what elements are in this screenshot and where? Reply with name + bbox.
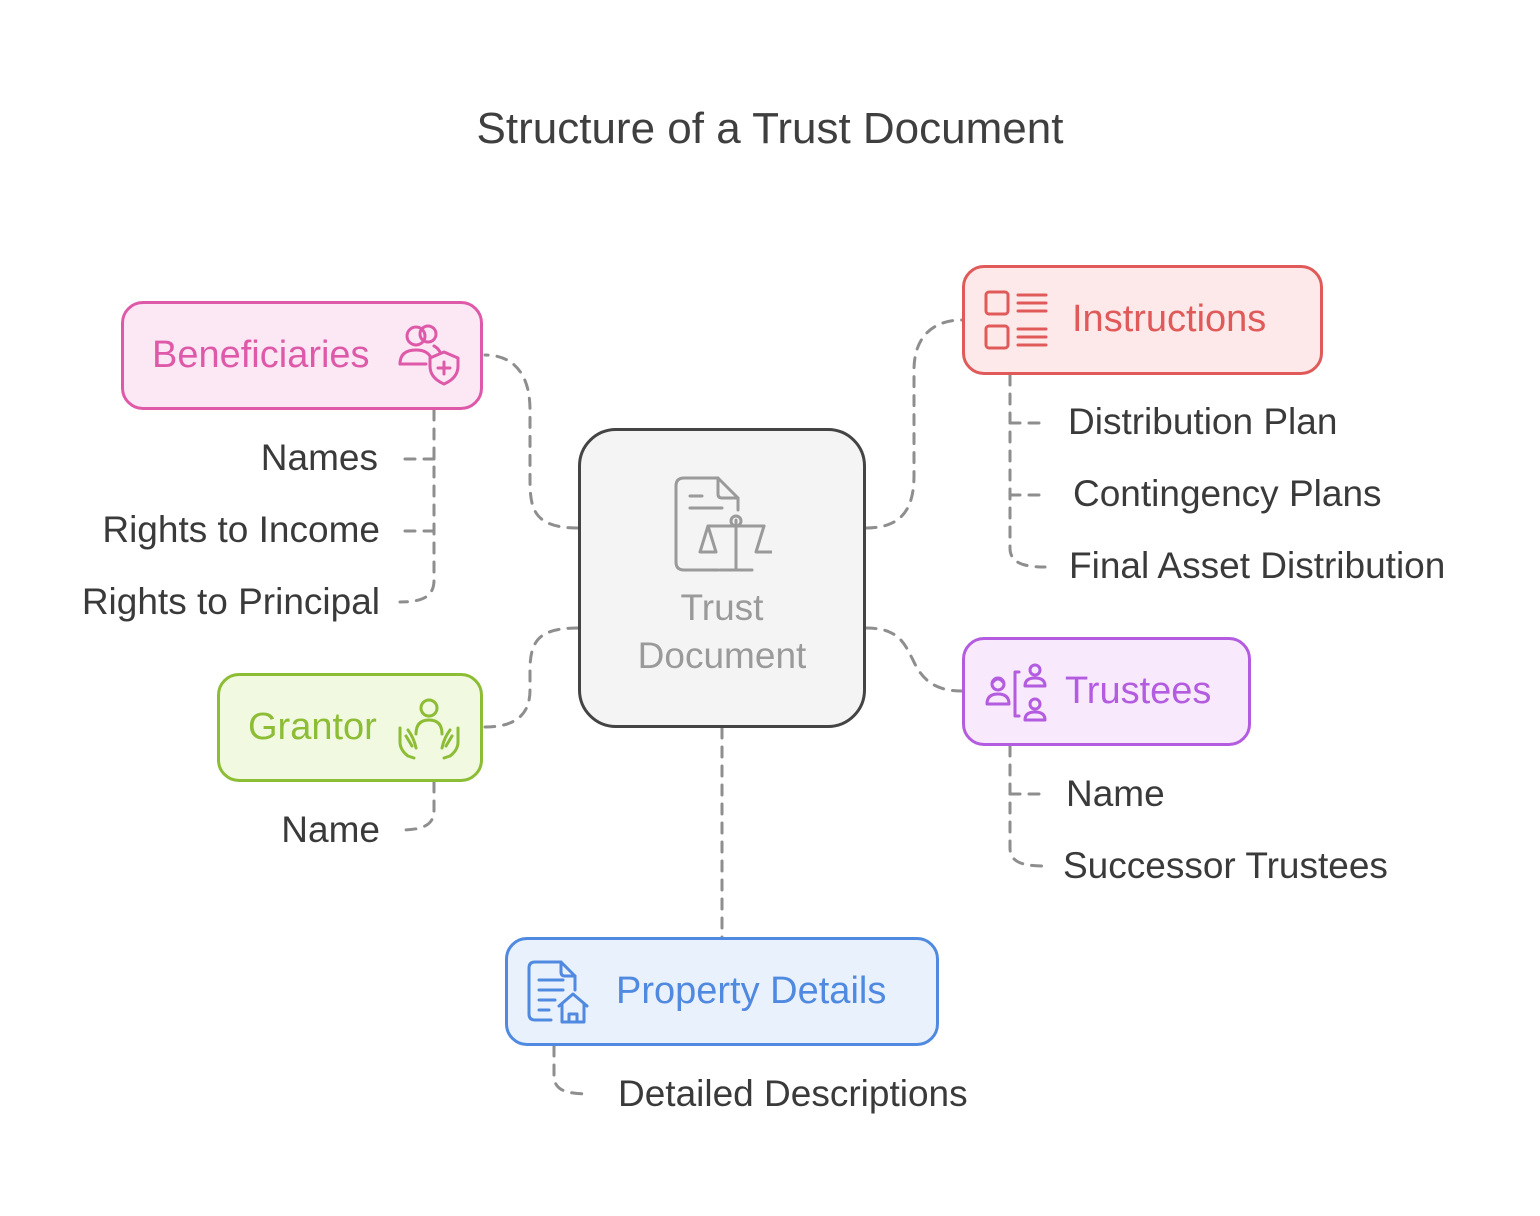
trustees-item-successor-trustees: Successor Trustees bbox=[1063, 845, 1388, 886]
people-hierarchy-icon bbox=[985, 663, 1047, 722]
instructions-item-contingency-plans: Contingency Plans bbox=[1073, 473, 1382, 514]
center-label-line1: Trust bbox=[680, 587, 764, 628]
connector-instructions-trunk bbox=[1008, 373, 1047, 569]
property-label: Property Details bbox=[616, 970, 887, 1012]
instructions-node bbox=[962, 265, 1323, 375]
property-node bbox=[505, 937, 939, 1046]
center-node bbox=[578, 428, 866, 728]
property-item-detailed-descriptions: Detailed Descriptions bbox=[618, 1073, 968, 1114]
checklist-icon bbox=[984, 290, 1048, 350]
beneficiaries-item-rights-principal: Rights to Principal bbox=[81, 581, 380, 622]
trustees-item-name: Name bbox=[1066, 773, 1165, 814]
instructions-item-final-asset-distribution: Final Asset Distribution bbox=[1069, 545, 1446, 586]
trustees-label: Trustees bbox=[1065, 670, 1212, 712]
grantor-node bbox=[217, 673, 483, 782]
connector-center-grantor bbox=[483, 626, 580, 729]
beneficiaries-item-rights-income: Rights to Income bbox=[102, 509, 380, 550]
center-label-line2: Document bbox=[637, 635, 807, 676]
instructions-item-distribution-plan: Distribution Plan bbox=[1068, 401, 1338, 442]
document-house-icon bbox=[527, 960, 589, 1024]
connector-property-trunk bbox=[552, 1044, 592, 1096]
connector-center-beneficiaries bbox=[483, 353, 580, 530]
beneficiaries-node bbox=[121, 301, 483, 410]
instructions-label: Instructions bbox=[1072, 298, 1267, 340]
connector-grantor-trunk bbox=[398, 780, 436, 832]
connector-center-instructions bbox=[864, 318, 964, 530]
users-shield-icon bbox=[398, 324, 460, 386]
connector-center-trustees bbox=[864, 626, 964, 693]
diagram-title: Structure of a Trust Document bbox=[476, 104, 1064, 153]
grantor-label: Grantor bbox=[248, 706, 377, 748]
beneficiaries-label: Beneficiaries bbox=[152, 334, 370, 376]
center-node-label: Trust Document bbox=[577, 584, 867, 680]
legal-document-scale-icon bbox=[674, 476, 772, 572]
trustees-node bbox=[962, 637, 1251, 746]
person-hands-icon bbox=[398, 698, 460, 760]
connector-beneficiaries-trunk bbox=[398, 408, 436, 604]
beneficiaries-item-names: Names bbox=[260, 437, 378, 478]
grantor-item-name: Name bbox=[281, 809, 380, 850]
connector-trustees-trunk bbox=[1008, 744, 1047, 868]
